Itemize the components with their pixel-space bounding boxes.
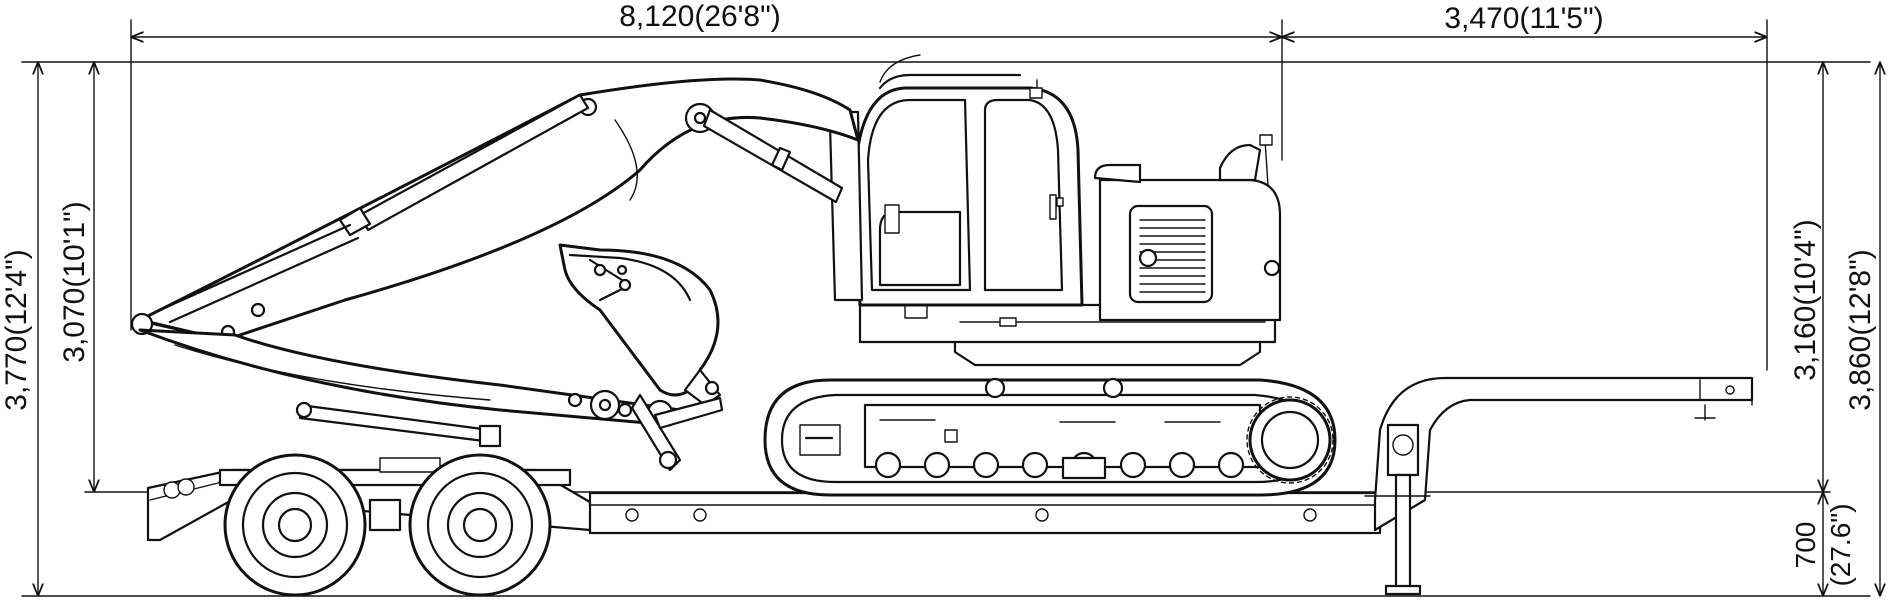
cab-roof-light <box>1029 87 1043 99</box>
arm-cylinder-collar <box>770 146 792 172</box>
arm-pin-3 <box>617 402 633 418</box>
frame-slot <box>999 317 1017 327</box>
cab-side-light <box>1056 197 1064 207</box>
track-rollers <box>874 451 1245 479</box>
bucket-tooth-pin <box>704 380 720 396</box>
bucket-outline <box>558 243 720 397</box>
bucket-pin-1 <box>593 263 607 277</box>
boom-cylinder-cap <box>338 206 372 237</box>
arm-cylinder-rod <box>702 108 844 204</box>
bucket <box>558 243 724 472</box>
cab-handrail <box>879 54 921 83</box>
engine-grille-frame <box>1128 204 1214 304</box>
arm <box>138 328 682 448</box>
door-handle <box>1049 194 1057 220</box>
crawler-track <box>763 377 1337 497</box>
arm-pin-1 <box>295 401 313 419</box>
suspension-block <box>379 457 441 473</box>
hood-hinge <box>1093 163 1142 184</box>
landing-gear-leg <box>1394 473 1412 592</box>
boom-height-label: 3,070(10'1") <box>58 201 91 362</box>
total-height-right-label: 3,860(12'8") <box>1844 249 1877 410</box>
front-overhang-label: 3,470(11'5") <box>1444 2 1603 35</box>
deck-bolt-3 <box>1303 508 1317 522</box>
arm-cylinder <box>702 108 844 204</box>
excavator <box>130 54 1337 497</box>
trailer-deck-beam <box>588 491 1382 535</box>
bucket-pin-2 <box>618 278 632 292</box>
total-height-left-label: 3,770(12'4") <box>0 249 33 410</box>
counterweight-lift-eye <box>1263 259 1281 277</box>
boom-pin-2 <box>250 302 266 318</box>
arm-line <box>174 344 491 401</box>
grille-latch <box>1138 248 1158 268</box>
sprocket-teeth <box>1246 396 1334 484</box>
boom-outline <box>138 77 860 342</box>
arm-pin-2 <box>567 392 583 408</box>
deck-bolt-2 <box>1035 508 1049 522</box>
boom-cylinder-tube <box>358 93 590 232</box>
cab-top-guard <box>878 73 1022 90</box>
bucket-linkage-pin <box>658 450 678 470</box>
axle-hanger <box>368 498 402 532</box>
arm-cylinder-lower <box>298 403 494 444</box>
carrier-roller-1 <box>984 377 1006 399</box>
deck-bolt-4 <box>693 508 707 522</box>
ramp-pin-1 <box>163 481 181 499</box>
idler-housing <box>799 424 841 456</box>
bucket-inner-lip <box>568 253 692 302</box>
frame-plug <box>944 429 958 443</box>
sprocket-hub <box>1260 410 1320 470</box>
arm-cylinder-end <box>478 424 502 448</box>
boom-cylinder-rod-2 <box>168 236 360 324</box>
exhaust-pipe <box>1218 143 1262 182</box>
bucket-link-plate <box>653 396 724 430</box>
bucket-pin-3 <box>616 264 628 276</box>
boom-cylinder-pin-center <box>693 111 707 125</box>
arm-link-pin-center <box>598 398 612 412</box>
boom-cylinder <box>158 93 590 324</box>
landing-gear-foot <box>1384 584 1422 596</box>
antenna <box>1264 139 1269 186</box>
ramp-pin-2 <box>177 478 195 496</box>
kingpin-hole <box>1725 385 1735 395</box>
cab-height-label: 3,160(10'4") <box>1789 219 1822 380</box>
swing-bearing <box>953 338 1262 367</box>
boom <box>130 77 860 342</box>
landing-gear-crank <box>1392 434 1414 456</box>
overall-length-label: 8,120(26'8") <box>619 0 780 33</box>
deck-height-label-in: (27.6") <box>1825 503 1856 586</box>
dimension-labels: 8,120(26'8") 3,470(11'5") 3,770(12'4") 3… <box>0 0 1877 587</box>
antenna-tip <box>1259 134 1273 146</box>
cab-mirror <box>884 204 900 234</box>
deck-height-label-mm: 700 <box>1790 522 1821 569</box>
rear-wheel-1 <box>223 453 367 597</box>
boom-weld-seam <box>614 119 638 201</box>
track-adjuster <box>1061 456 1107 480</box>
boom-cylinder-rod <box>158 223 352 312</box>
deck-bolt-1 <box>625 508 639 522</box>
lowboy-trailer <box>146 376 1754 597</box>
engine-grille <box>1139 219 1206 293</box>
cab-door-window <box>983 98 1064 292</box>
trailer-gooseneck <box>1373 376 1754 532</box>
rear-wheel-2 <box>408 453 552 597</box>
carrier-roller-2 <box>1102 377 1124 399</box>
